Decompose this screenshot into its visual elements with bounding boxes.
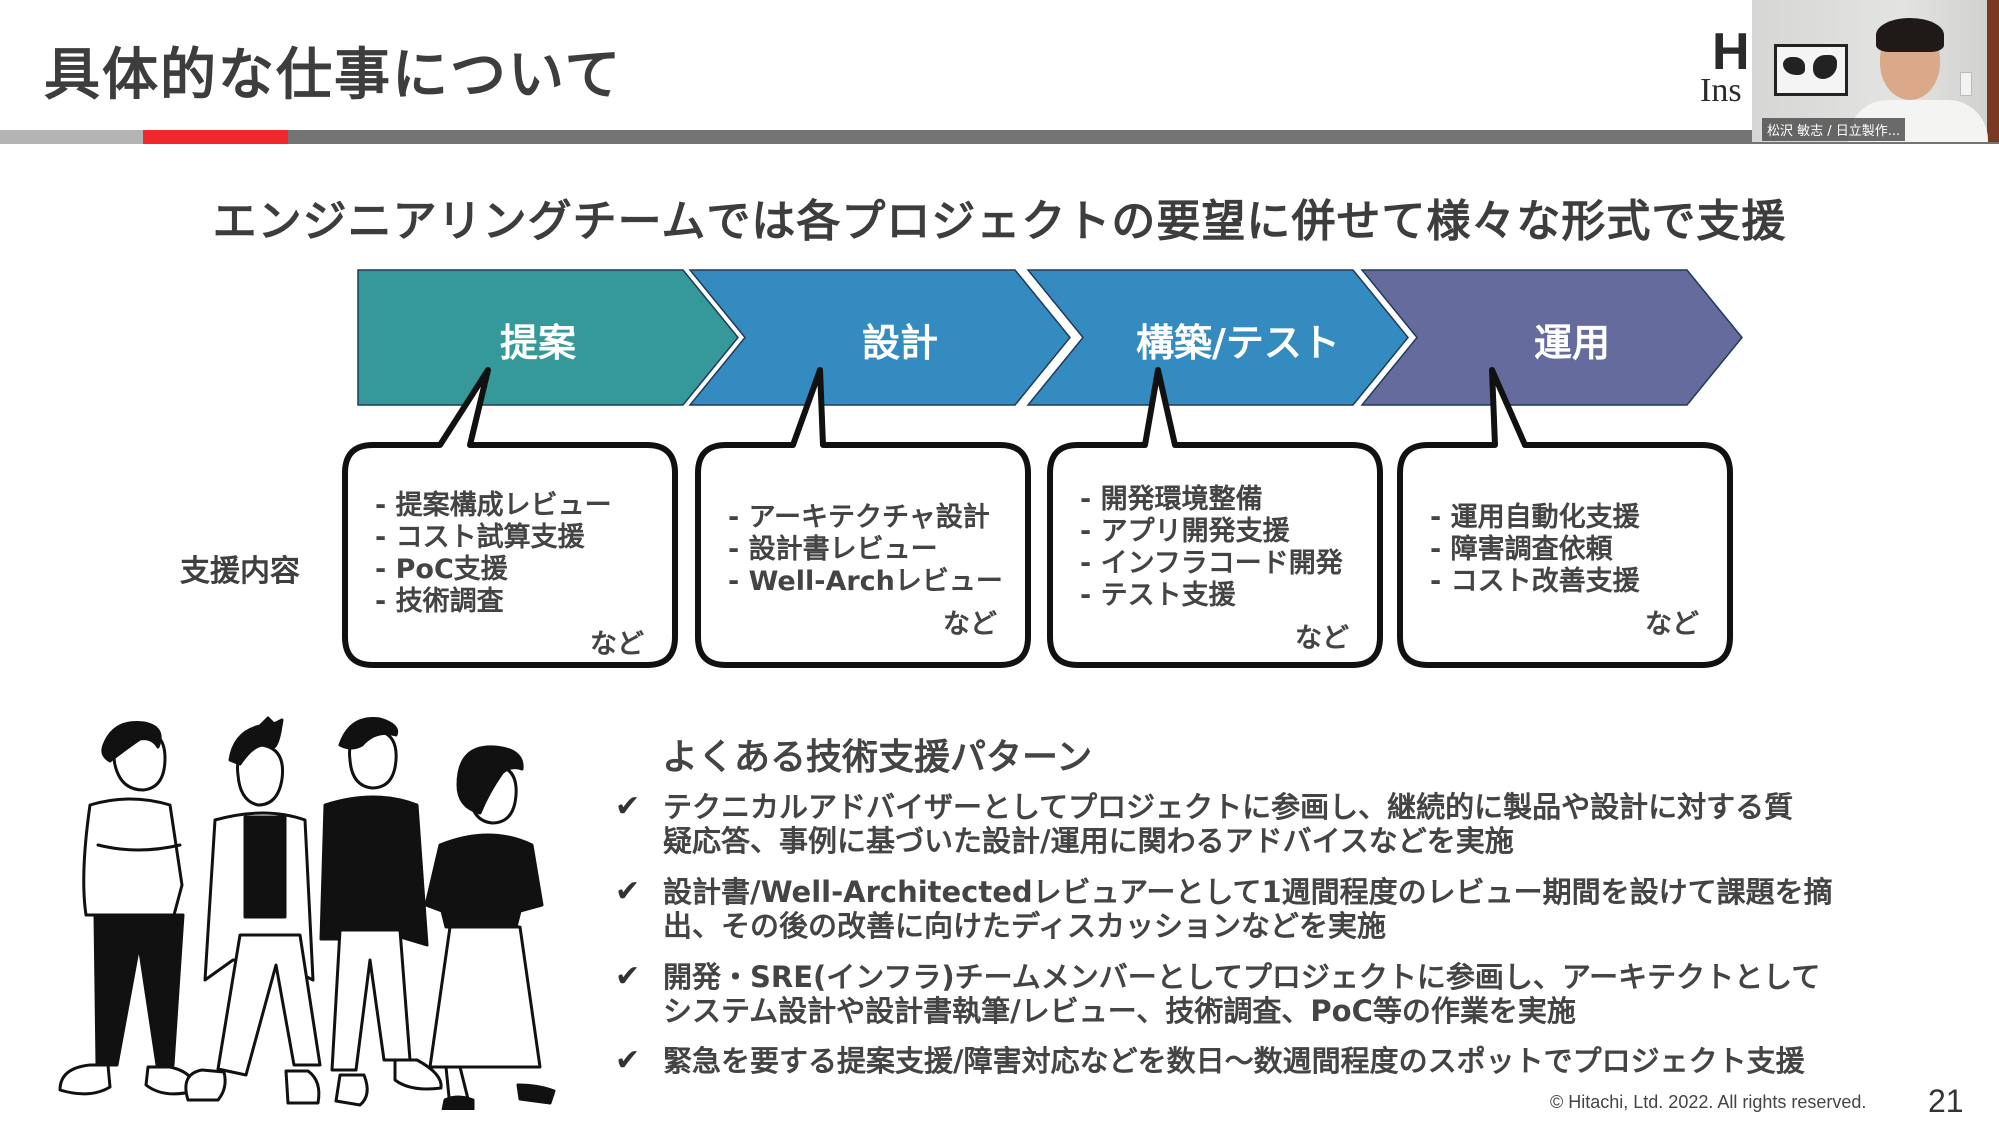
etc-suffix: など [1295, 623, 1349, 654]
patterns-heading: よくある技術支援パターン [662, 737, 1093, 778]
checkmark-icon: ✔ [615, 959, 641, 994]
etc-suffix: など [590, 629, 644, 660]
pattern-text-line-2: システム設計や設計書執筆/レビュー、技術調査、PoC等の作業を実施 [663, 994, 1576, 1028]
support-item: - 技術調査 [375, 586, 504, 617]
stage-support-list: - アーキテクチャ設計- 設計書レビュー- Well-Archレビュー [728, 502, 1003, 598]
etc-suffix: など [1645, 609, 1699, 640]
pattern-item: ✔ 設計書/Well-Architectedレビュアーとして1週間程度のレビュー期… [615, 875, 1915, 945]
company-logo-mark: H [1712, 23, 1750, 81]
support-item: - アーキテクチャ設計 [728, 502, 990, 533]
world-map-frame-icon [1774, 44, 1848, 96]
pattern-text-line-1: 緊急を要する提案支援/障害対応などを数日〜数週間程度のスポットでプロジェクト支援 [663, 1044, 1805, 1078]
support-item: - PoC支援 [375, 554, 508, 585]
stage-label: 構築/テスト [1136, 320, 1340, 365]
stage-chevron-1 [357, 269, 739, 406]
pattern-item: ✔ テクニカルアドバイザーとしてプロジェクトに参画し、継続的に製品や設計に対する質… [615, 790, 1915, 860]
participant-hair [1876, 18, 1944, 52]
pattern-text-line-1: 開発・SRE(インフラ)チームメンバーとしてプロジェクトに参画し、アーキテクトと… [663, 960, 1821, 994]
company-logo-subtext: Ins [1700, 72, 1742, 109]
support-item: - 設計書レビュー [728, 534, 938, 565]
stage-support-list: - 提案構成レビュー- コスト試算支援- PoC支援- 技術調査 [375, 490, 612, 618]
progress-bar-left-segment [0, 130, 143, 144]
support-content-label: 支援内容 [180, 554, 300, 589]
support-item: - インフラコード開発 [1080, 548, 1343, 579]
pattern-text-line-1: テクニカルアドバイザーとしてプロジェクトに参画し、継続的に製品や設計に対する質 [663, 790, 1794, 824]
support-item: - 障害調査依頼 [1430, 534, 1613, 565]
support-item: - コスト試算支援 [375, 522, 585, 553]
support-item: - アプリ開発支援 [1080, 516, 1290, 547]
etc-suffix: など [943, 609, 997, 640]
checkmark-icon: ✔ [615, 1043, 641, 1078]
pattern-item: ✔ 緊急を要する提案支援/障害対応などを数日〜数週間程度のスポットでプロジェクト支… [615, 1044, 1915, 1114]
support-item: - 運用自動化支援 [1430, 502, 1640, 533]
participant-name-label: 松沢 敏志 / 日立製作... [1762, 118, 1906, 141]
support-item: - 提案構成レビュー [375, 490, 612, 521]
person-2-figure [184, 716, 322, 1105]
stage-label: 設計 [861, 320, 938, 365]
checkmark-icon: ✔ [615, 874, 641, 909]
speech-bubble-1 [342, 367, 678, 668]
pattern-text-line-1: 設計書/Well-Architectedレビュアーとして1週間程度のレビュー期間… [663, 875, 1833, 909]
progress-bar-right-segment [288, 130, 1999, 144]
support-item: - Well-Archレビュー [728, 566, 1003, 597]
stage-support-list: - 運用自動化支援- 障害調査依頼- コスト改善支援 [1430, 502, 1640, 598]
pattern-text-line-2: 疑応答、事例に基づいた設計/運用に関わるアドバイスなどを実施 [663, 824, 1514, 858]
participant-video-tile[interactable]: 松沢 敏志 / 日立製作... [1752, 0, 1999, 142]
speech-bubble-4 [1397, 367, 1733, 668]
person-1-figure [58, 720, 196, 1096]
person-3-figure [319, 717, 443, 1107]
section-headline: エンジニアリングチームでは各プロジェクトの要望に併せて様々な形式で支援 [212, 196, 1787, 247]
slide-title: 具体的な仕事について [44, 43, 623, 108]
ac-remote-icon [1960, 72, 1972, 96]
team-people-illustration [58, 716, 556, 1110]
pattern-text-line-2: 出、その後の改善に向けたディスカッションなどを実施 [663, 909, 1386, 943]
stage-label: 提案 [499, 320, 576, 365]
progress-bar-active-segment [143, 130, 288, 144]
checkmark-icon: ✔ [615, 789, 641, 824]
copyright-notice: © Hitachi, Ltd. 2022. All rights reserve… [1550, 1092, 1867, 1112]
pattern-item: ✔ 開発・SRE(インフラ)チームメンバーとしてプロジェクトに参画し、アーキテクト… [615, 960, 1915, 1030]
stage-chevron-4 [1360, 269, 1743, 406]
stage-support-list: - 開発環境整備- アプリ開発支援- インフラコード開発- テスト支援 [1080, 484, 1343, 612]
stage-label: 運用 [1533, 320, 1610, 365]
stage-chevron-3 [1026, 269, 1409, 406]
support-item: - テスト支援 [1080, 580, 1236, 611]
speech-bubble-2 [695, 367, 1031, 668]
stage-chevron-2 [688, 269, 1071, 406]
page-number: 21 [1928, 1083, 1964, 1119]
video-door [1987, 0, 1999, 142]
support-item: - コスト改善支援 [1430, 566, 1640, 597]
support-item: - 開発環境整備 [1080, 484, 1263, 515]
speech-bubble-3 [1047, 367, 1383, 668]
person-4-figure [424, 745, 556, 1110]
